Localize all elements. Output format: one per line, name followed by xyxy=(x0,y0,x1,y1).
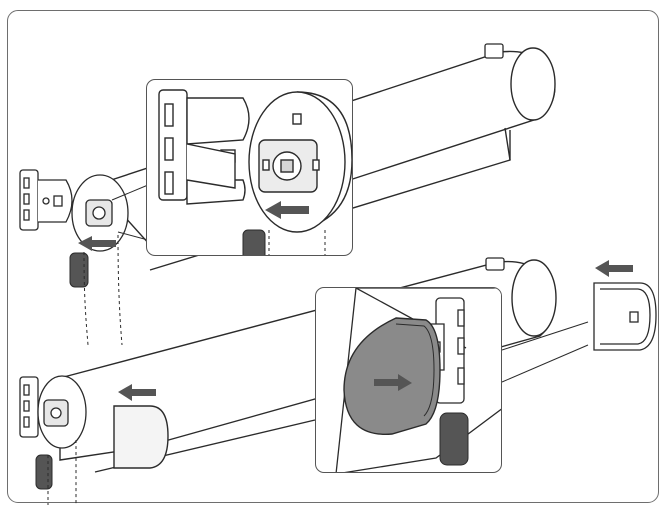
top-inset-callout xyxy=(111,184,149,241)
arrow-endcap-bottom xyxy=(118,384,156,401)
arrow-endcap-right xyxy=(595,260,633,277)
top-clutch xyxy=(71,174,129,252)
arrow-clutch-top xyxy=(78,236,116,251)
arrow-inset-top xyxy=(265,201,309,219)
top-left-bracket xyxy=(19,169,73,231)
clutch-into-bracket-detail-icon xyxy=(158,89,352,255)
bottom-left-bracket xyxy=(19,375,87,449)
bottom-bead-chain xyxy=(35,439,77,505)
end-cap-press-detail-icon xyxy=(335,288,501,472)
chain-weight xyxy=(439,412,469,466)
grey-end-cap xyxy=(343,317,441,435)
right-end-cap xyxy=(593,282,657,351)
top-inset-detail xyxy=(146,79,353,256)
bottom-end-cap xyxy=(113,405,169,469)
bottom-inset-callout xyxy=(501,321,589,383)
top-right-bracket xyxy=(484,43,504,59)
arrow-inset-bottom xyxy=(374,374,412,391)
bottom-inset-detail xyxy=(315,287,502,473)
bottom-right-bracket xyxy=(485,257,505,271)
top-bead-chain xyxy=(69,234,123,346)
